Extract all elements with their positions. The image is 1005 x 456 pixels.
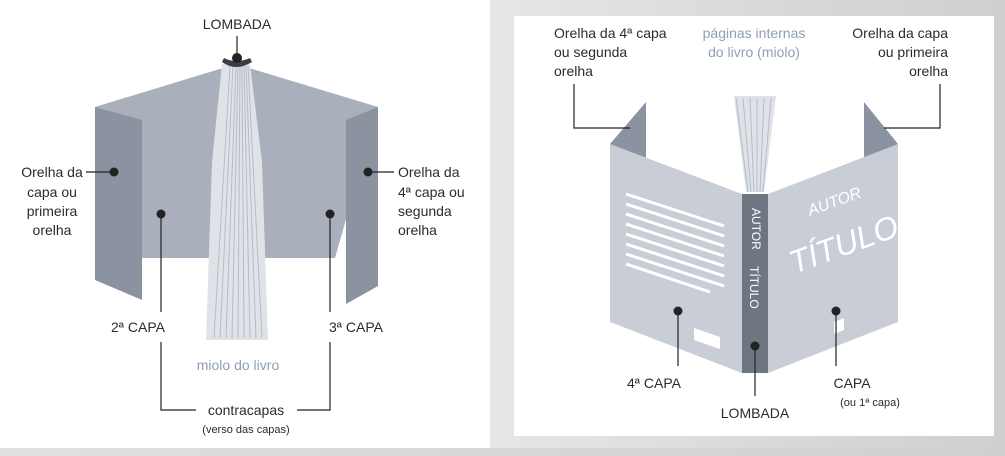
r-primeira-capa: (ou 1ª capa)	[840, 397, 900, 409]
back-cover	[610, 144, 742, 373]
orelha-4capa-line3: segunda	[398, 203, 452, 219]
orelha-capa-line3: primeira	[27, 203, 78, 219]
left-flap	[95, 107, 142, 300]
orelha-capa-line1: Orelha da	[21, 164, 83, 180]
r-orelha-4capa-line2: ou segunda	[554, 44, 627, 60]
inner-back-right	[236, 64, 378, 258]
back-flap-right	[864, 102, 898, 168]
orelha-4capa-line1: Orelha da	[398, 164, 460, 180]
bottom-strip	[0, 448, 1005, 456]
r-capa: CAPA	[833, 375, 871, 391]
left-panel: LOMBADA Orelha da capa ou primeira orelh…	[0, 0, 490, 456]
barcode-box	[694, 328, 720, 349]
back-cover-text-lines	[625, 192, 725, 294]
r-orelha-capa-line3: orelha	[909, 63, 948, 79]
segunda-capa-label: 2ª CAPA	[111, 319, 166, 335]
page-lines	[213, 65, 263, 339]
r-orelha-4capa-line3: orelha	[554, 63, 593, 79]
r-paginas-line2: do livro (miolo)	[708, 44, 800, 60]
lombada-label: LOMBADA	[203, 16, 272, 32]
terceira-capa-label: 3ª CAPA	[329, 319, 384, 335]
spine-title: TÍTULO	[747, 266, 762, 309]
verso-label: (verso das capas)	[202, 424, 289, 436]
r-lombada: LOMBADA	[721, 405, 790, 421]
pages-top-lines	[735, 97, 772, 193]
right-flap	[346, 107, 378, 304]
r-orelha-4capa-line1: Orelha da 4ª capa	[554, 25, 667, 41]
closed-book-outside-diagram: AUTOR TÍTULO AUTOR TÍTULO Orelha da 4ª c…	[554, 25, 948, 421]
contracapas-label: contracapas	[208, 402, 284, 418]
orelha-capa-line4: orelha	[33, 222, 72, 238]
open-book-inside-diagram: LOMBADA Orelha da capa ou primeira orelh…	[21, 16, 465, 436]
orelha-4capa-line2: 4ª capa ou	[398, 184, 465, 200]
right-panel: AUTOR TÍTULO AUTOR TÍTULO Orelha da 4ª c…	[490, 0, 1005, 456]
orelha-4capa-line4: orelha	[398, 222, 437, 238]
r-orelha-capa-line2: ou primeira	[878, 44, 948, 60]
r-paginas-line1: páginas internas	[703, 25, 806, 41]
spine-author: AUTOR	[749, 208, 763, 250]
r-orelha-capa-line1: Orelha da capa	[852, 25, 948, 41]
orelha-capa-line2: capa ou	[27, 184, 77, 200]
pages-fan	[206, 64, 268, 340]
right-card: AUTOR TÍTULO AUTOR TÍTULO Orelha da 4ª c…	[514, 16, 994, 436]
back-flap-left	[610, 102, 646, 168]
miolo-label: miolo do livro	[197, 357, 280, 373]
front-cover	[768, 144, 898, 373]
r-quarta-capa: 4ª CAPA	[627, 375, 682, 391]
